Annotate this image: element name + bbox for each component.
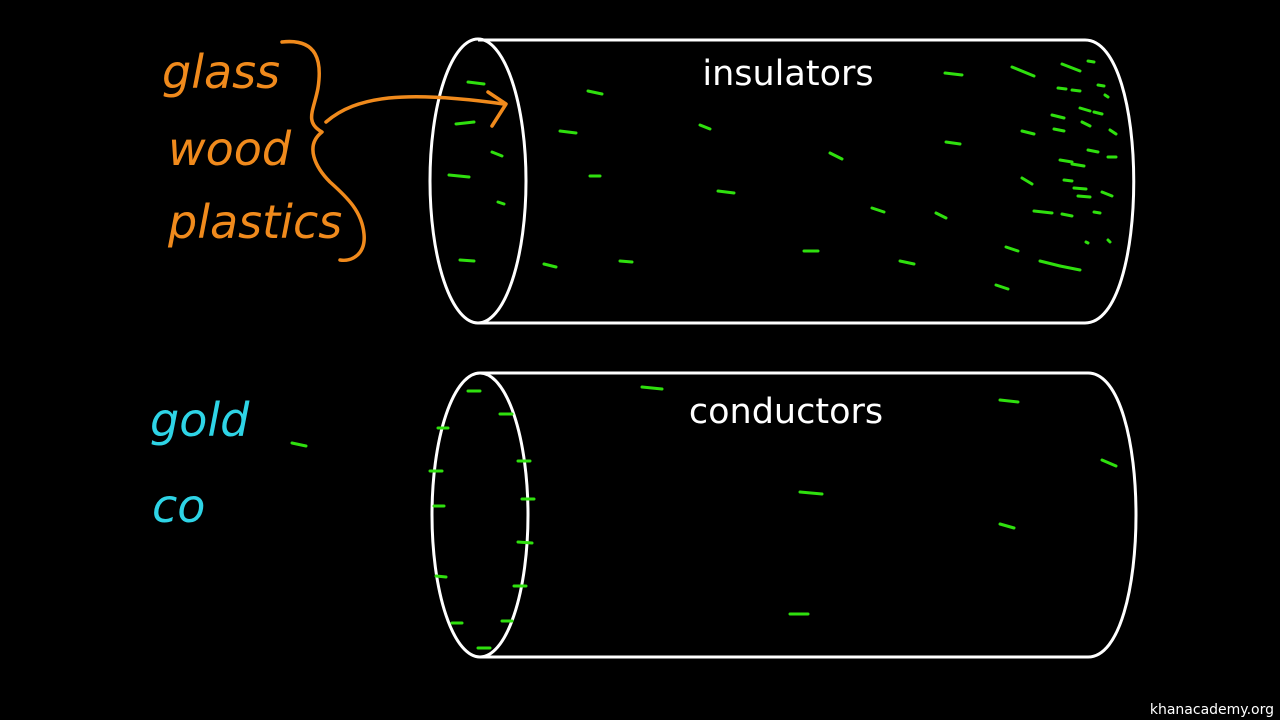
insulator-charge xyxy=(1060,62,1082,73)
insulator-charge xyxy=(1060,212,1074,218)
insulators-charges xyxy=(447,59,1118,291)
conductors-label: conductors xyxy=(689,392,883,432)
insulator-charge xyxy=(586,89,604,96)
insulator-charge xyxy=(698,123,712,131)
insulators-arrow xyxy=(324,94,506,124)
insulator-charge xyxy=(1078,106,1092,113)
insulator-charge xyxy=(1092,110,1104,116)
insulator-charge xyxy=(1062,178,1074,183)
insulator-charge xyxy=(1108,128,1118,136)
insulator-charge xyxy=(1096,83,1106,88)
insulator-examples: glass wood plastics xyxy=(162,45,342,249)
insulator-charge xyxy=(1020,129,1036,136)
insulator-charge xyxy=(1086,148,1100,154)
insulator-charge xyxy=(1004,245,1020,253)
insulator-charge xyxy=(1010,65,1036,78)
insulator-charge xyxy=(716,189,736,195)
example-glass: glass xyxy=(162,45,280,99)
insulator-charge xyxy=(458,258,476,263)
example-copper-partial: co xyxy=(152,479,205,533)
conductors-cylinder-body xyxy=(480,371,1138,659)
insulators-label: insulators xyxy=(702,54,873,94)
arrow-head-icon xyxy=(486,90,508,128)
insulator-charge xyxy=(870,206,886,214)
insulator-charge xyxy=(1058,158,1074,164)
insulator-charge xyxy=(934,211,948,220)
conductor-charge xyxy=(640,385,664,391)
insulator-charge xyxy=(1080,120,1092,128)
stray-charge xyxy=(290,441,308,448)
conductor-examples: gold co xyxy=(150,393,250,533)
insulator-charge xyxy=(1052,127,1066,133)
conductor-charge xyxy=(998,398,1020,404)
insulator-charge xyxy=(1103,93,1110,99)
example-plastics: plastics xyxy=(167,195,342,249)
example-gold: gold xyxy=(150,393,250,447)
insulator-charge xyxy=(944,140,962,146)
conductors-charges xyxy=(428,385,1118,650)
insulator-charge xyxy=(1056,86,1068,91)
insulator-charge xyxy=(1058,264,1082,272)
insulator-charge xyxy=(994,283,1010,291)
insulator-charge xyxy=(1086,59,1096,64)
conductors-cylinder-end xyxy=(430,371,530,659)
insulator-charge xyxy=(618,259,634,264)
insulators-cylinder-body xyxy=(478,38,1136,325)
insulator-charge xyxy=(1084,240,1090,245)
insulator-charge xyxy=(828,151,844,161)
insulator-charge xyxy=(1070,162,1086,168)
conductor-charge xyxy=(1100,458,1118,468)
insulator-charge xyxy=(447,173,471,179)
conductor-charge xyxy=(516,540,534,545)
insulator-charge xyxy=(558,129,578,135)
insulator-charge xyxy=(1020,176,1034,186)
insulator-charge xyxy=(1038,259,1062,268)
insulator-charge xyxy=(1076,194,1092,199)
insulator-charge xyxy=(496,200,506,206)
insulator-charge xyxy=(1092,210,1102,215)
insulator-charge xyxy=(1032,209,1054,215)
conductor-charge xyxy=(798,490,824,496)
khan-academy-watermark: khanacademy.org xyxy=(1149,702,1274,718)
insulator-charge xyxy=(943,71,964,77)
conductors-cylinder: conductors xyxy=(428,371,1138,659)
insulator-charge xyxy=(1100,190,1114,198)
insulator-charge xyxy=(454,120,476,126)
insulator-charge xyxy=(1106,238,1112,244)
insulator-charge xyxy=(490,150,504,158)
insulator-charge xyxy=(542,262,558,269)
example-wood: wood xyxy=(168,122,292,176)
insulator-charge xyxy=(466,80,486,86)
insulator-charge xyxy=(898,259,916,266)
conductor-charge xyxy=(998,522,1016,530)
insulator-charge xyxy=(1050,113,1066,120)
insulators-brace xyxy=(280,39,366,263)
insulators-cylinder-end xyxy=(428,37,528,325)
insulators-cylinder: insulators xyxy=(428,37,1136,325)
insulator-charge xyxy=(1070,88,1082,93)
insulator-charge xyxy=(1072,186,1088,191)
conductor-charge xyxy=(434,574,448,579)
